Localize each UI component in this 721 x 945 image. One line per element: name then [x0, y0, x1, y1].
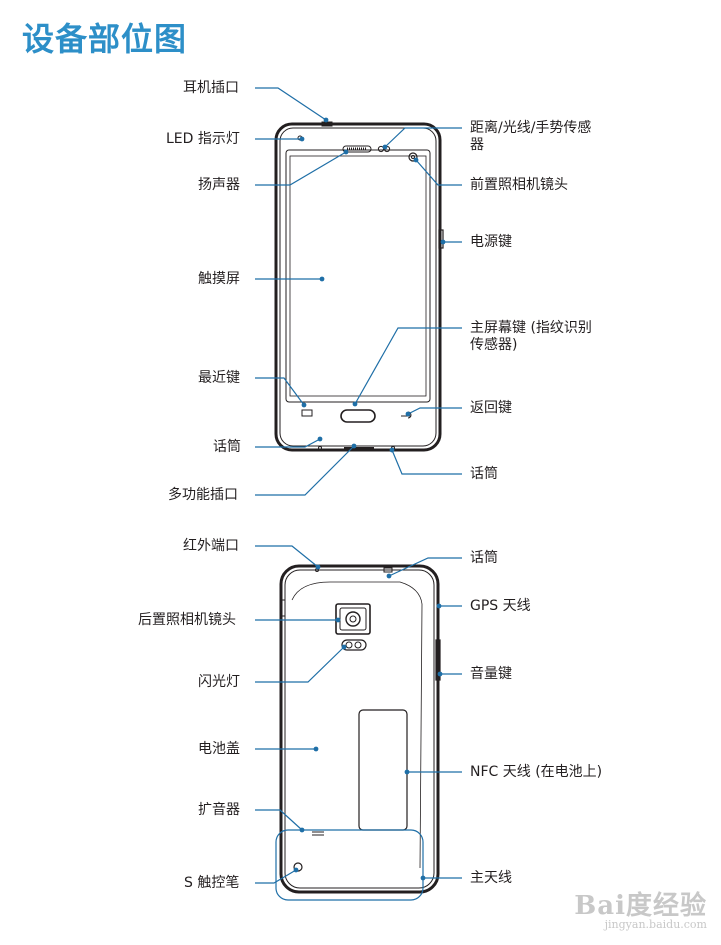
label-flash: 闪光灯 [198, 674, 240, 690]
label-home-key-line1: 主屏幕键 (指纹识别 [470, 320, 592, 336]
label-proximity-sensor-line2: 器 [470, 137, 484, 153]
watermark: Bai度经验 jingyan.baidu.com [574, 885, 707, 931]
watermark-url: jingyan.baidu.com [604, 918, 707, 931]
label-home-key-line2: 传感器) [470, 337, 518, 353]
label-gps-antenna: GPS 天线 [470, 598, 531, 614]
rear-leader-dots [293, 564, 443, 881]
label-back-key: 返回键 [470, 400, 512, 416]
rear-phone [275, 564, 441, 901]
label-loudspeaker: 扩音器 [198, 802, 240, 818]
label-main-antenna: 主天线 [470, 870, 512, 886]
label-front-mic-right: 话筒 [470, 466, 498, 482]
label-front-camera: 前置照相机镜头 [470, 177, 568, 193]
label-touchscreen: 触摸屏 [198, 271, 240, 287]
label-recent-key: 最近键 [198, 370, 240, 386]
label-rear-camera: 后置照相机镜头 [138, 612, 236, 628]
page-title: 设备部位图 [22, 20, 188, 58]
label-ir-port: 红外端口 [183, 538, 239, 554]
label-rear-mic: 话筒 [470, 550, 498, 566]
label-led-indicator: LED 指示灯 [166, 131, 240, 147]
label-speaker: 扬声器 [198, 177, 240, 193]
front-leader-dots [299, 117, 446, 453]
label-front-mic-left: 话筒 [213, 439, 241, 455]
rear-leaders [255, 545, 462, 884]
front-leaders [255, 87, 462, 496]
label-proximity-sensor-line1: 距离/光线/手势传感 [470, 120, 592, 136]
watermark-brand: Bai度经验 [574, 891, 707, 921]
label-battery-cover: 电池盖 [198, 741, 240, 757]
label-s-pen: S 触控笔 [184, 875, 240, 891]
label-earphone-jack: 耳机插口 [183, 80, 239, 96]
label-multipurpose-jack: 多功能插口 [168, 487, 238, 503]
label-volume-key: 音量键 [470, 666, 512, 682]
label-power-key: 电源键 [470, 234, 512, 250]
label-nfc-antenna: NFC 天线 (在电池上) [470, 764, 603, 780]
